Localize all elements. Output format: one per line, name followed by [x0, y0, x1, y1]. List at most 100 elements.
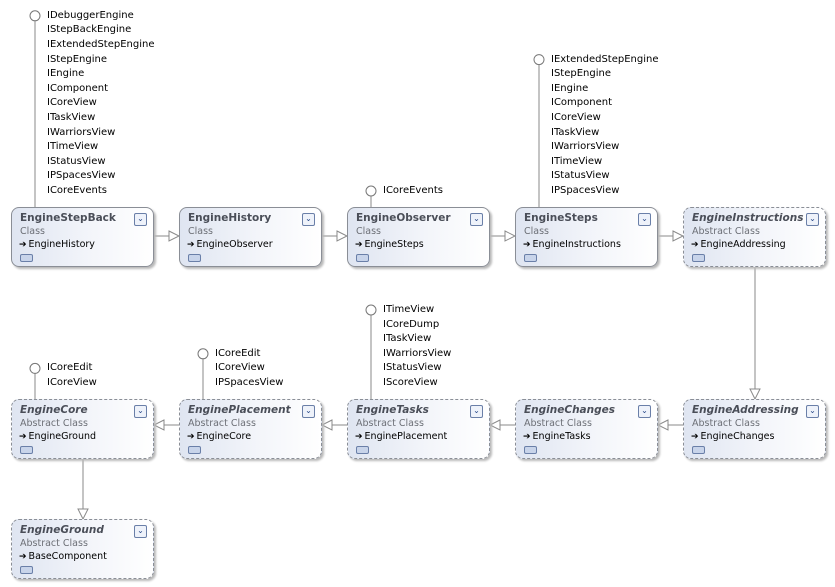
interface-label: IStepBackEngine	[47, 24, 132, 36]
inheritance-arrow-icon: ➔	[355, 240, 363, 250]
inheritance-arrowhead	[77, 508, 89, 521]
base-class: ➔EngineAddressing	[691, 239, 786, 250]
class-name: EngineTasks	[356, 404, 429, 416]
members-toggle-icon[interactable]	[524, 446, 537, 454]
interface-label: ICoreView	[47, 377, 97, 388]
interface-label: IStepEngine	[551, 68, 611, 80]
double-chevron-down-icon[interactable]: ⌄	[134, 213, 147, 226]
interface-label: ICoreEdit	[47, 362, 93, 374]
members-toggle-icon[interactable]	[356, 254, 369, 262]
base-class-name: BaseComponent	[28, 551, 107, 562]
members-toggle-icon[interactable]	[20, 566, 33, 574]
base-class-name: EngineCore	[196, 431, 252, 442]
base-class-name: EngineSteps	[364, 239, 424, 250]
interface-lollipop-icon	[365, 304, 377, 316]
double-chevron-down-icon[interactable]: ⌄	[470, 405, 483, 418]
base-class-name: EngineGround	[28, 431, 97, 442]
class-name: EngineChanges	[524, 404, 615, 416]
double-chevron-down-icon[interactable]: ⌄	[134, 525, 147, 538]
double-chevron-down-icon[interactable]: ⌄	[638, 405, 651, 418]
double-chevron-down-icon[interactable]: ⌄	[806, 405, 819, 418]
interface-label: IEngine	[47, 68, 85, 80]
class-kind: Class	[188, 226, 213, 237]
class-kind: Abstract Class	[20, 418, 88, 429]
inheritance-arrow-icon: ➔	[19, 432, 27, 442]
class-name: EnginePlacement	[188, 404, 291, 416]
interface-label: ICoreEdit	[215, 347, 261, 359]
interface-label: IStatusView	[47, 155, 106, 167]
interface-label: IPSpacesView	[47, 170, 116, 182]
base-class-name: EngineAddressing	[700, 239, 786, 250]
base-class: ➔EnginePlacement	[355, 431, 447, 442]
interface-label: IWarriorsView	[383, 347, 452, 359]
inheritance-arrow-icon: ➔	[19, 552, 27, 562]
class-name: EngineHistory	[188, 212, 272, 224]
interface-label: IComponent	[47, 82, 109, 94]
double-chevron-down-icon[interactable]: ⌄	[638, 213, 651, 226]
class-name: EngineInstructions	[692, 212, 804, 224]
members-toggle-icon[interactable]	[188, 254, 201, 262]
double-chevron-down-icon[interactable]: ⌄	[806, 213, 819, 226]
interface-label: IWarriorsView	[47, 126, 116, 138]
interface-label: IDebuggerEngine	[47, 9, 134, 21]
inheritance-arrow-icon: ➔	[691, 240, 699, 250]
interface-label: IStatusView	[551, 170, 610, 182]
members-toggle-icon[interactable]	[356, 446, 369, 454]
double-chevron-down-icon[interactable]: ⌄	[302, 213, 315, 226]
base-class-name: EngineObserver	[196, 239, 273, 250]
class-name: EngineSteps	[524, 212, 598, 224]
members-toggle-icon[interactable]	[692, 254, 705, 262]
double-chevron-down-icon[interactable]: ⌄	[134, 405, 147, 418]
interface-label: ICoreView	[47, 97, 97, 109]
interface-label: ITaskView	[551, 126, 600, 138]
members-toggle-icon[interactable]	[20, 446, 33, 454]
members-toggle-icon[interactable]	[20, 254, 33, 262]
members-toggle-icon[interactable]	[524, 254, 537, 262]
base-class: ➔EngineSteps	[355, 239, 424, 250]
members-toggle-icon[interactable]	[188, 446, 201, 454]
double-chevron-down-icon[interactable]: ⌄	[302, 405, 315, 418]
interface-label: ITaskView	[383, 333, 432, 345]
inheritance-arrow-icon: ➔	[355, 432, 363, 442]
interface-label: IWarriorsView	[551, 141, 620, 153]
class-kind: Class	[524, 226, 549, 237]
class-name: EngineStepBack	[20, 212, 116, 224]
interface-label: IStepEngine	[47, 53, 107, 65]
inheritance-arrowhead	[672, 230, 685, 242]
class-kind: Abstract Class	[692, 226, 760, 237]
interface-label: ICoreView	[215, 362, 265, 374]
class-name: EngineGround	[20, 524, 104, 536]
class-kind: Abstract Class	[524, 418, 592, 429]
interface-label: IScoreView	[383, 377, 438, 388]
class-name: EngineCore	[20, 404, 88, 416]
inheritance-arrowhead	[749, 388, 761, 401]
inheritance-arrow-icon: ➔	[187, 432, 195, 442]
base-class: ➔EngineGround	[19, 431, 96, 442]
double-chevron-down-icon[interactable]: ⌄	[470, 213, 483, 226]
inheritance-arrow-icon: ➔	[523, 432, 531, 442]
interface-lollipop-icon	[29, 10, 41, 22]
interface-label: ICoreView	[551, 112, 601, 123]
interface-label: IStatusView	[383, 362, 442, 374]
base-class: ➔BaseComponent	[19, 551, 107, 562]
members-toggle-icon[interactable]	[692, 446, 705, 454]
base-class-name: EngineTasks	[532, 431, 591, 442]
interface-label: ICoreDump	[383, 318, 440, 330]
base-class: ➔EngineInstructions	[523, 239, 621, 250]
base-class: ➔EngineTasks	[523, 431, 591, 442]
inheritance-arrowhead	[656, 419, 669, 431]
class-kind: Abstract Class	[692, 418, 760, 429]
base-class: ➔EngineHistory	[19, 239, 95, 250]
